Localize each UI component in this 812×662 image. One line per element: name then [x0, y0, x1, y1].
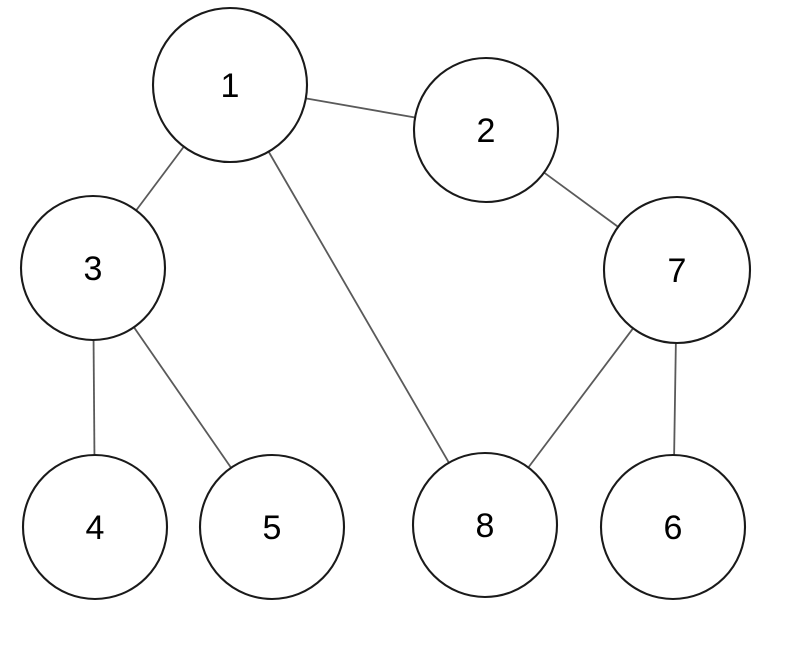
graph-node-1[interactable]: 1: [151, 6, 309, 164]
graph-node-circle-4[interactable]: [21, 453, 169, 601]
graph-edge-1-3: [135, 146, 185, 211]
graph-node-circle-1[interactable]: [151, 6, 309, 164]
graph-node-circle-5[interactable]: [198, 453, 346, 601]
graph-node-circle-8[interactable]: [411, 451, 559, 599]
graph-node-5[interactable]: 5: [198, 453, 346, 601]
graph-node-circle-7[interactable]: [602, 195, 752, 345]
edge-layer: [92, 97, 677, 469]
graph-edge-1-8: [267, 151, 450, 464]
graph-node-7[interactable]: 7: [602, 195, 752, 345]
graph-edge-7-6: [673, 342, 677, 456]
graph-node-3[interactable]: 3: [19, 194, 167, 342]
graph-node-4[interactable]: 4: [21, 453, 169, 601]
graph-node-6[interactable]: 6: [599, 453, 747, 601]
graph-node-2[interactable]: 2: [412, 56, 560, 204]
graph-edge-7-8: [527, 327, 634, 469]
graph-edge-3-5: [133, 326, 232, 469]
graph-node-circle-2[interactable]: [412, 56, 560, 204]
graph-node-8[interactable]: 8: [411, 451, 559, 599]
graph-node-circle-3[interactable]: [19, 194, 167, 342]
graph-edge-3-4: [92, 339, 96, 456]
graph-node-circle-6[interactable]: [599, 453, 747, 601]
graph-edge-2-7: [543, 171, 619, 228]
graph-edge-1-2: [305, 97, 416, 119]
